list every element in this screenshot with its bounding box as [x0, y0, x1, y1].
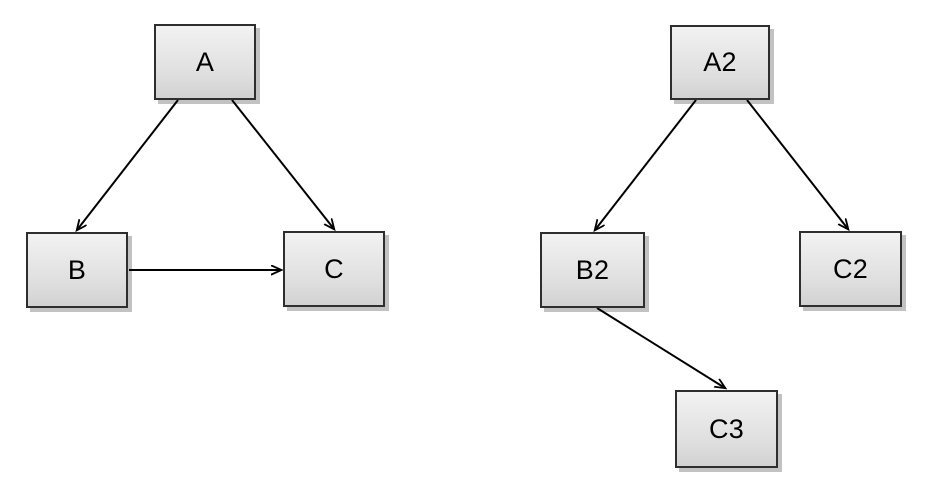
node-c-label: C	[324, 253, 344, 284]
edge-a-to-c[interactable]	[231, 99, 334, 229]
node-c2-label: C2	[833, 253, 868, 284]
node-a2-label: A2	[703, 47, 737, 77]
node-b[interactable]: B	[26, 232, 128, 308]
edge-a-to-b[interactable]	[77, 99, 179, 230]
edge-a2-to-c2[interactable]	[746, 99, 848, 229]
edge-a2-to-b2[interactable]	[595, 99, 697, 230]
node-b2[interactable]: B2	[540, 232, 645, 308]
node-b-label: B	[67, 254, 87, 285]
node-c3-label: C3	[709, 413, 744, 444]
node-c2[interactable]: C2	[799, 231, 902, 307]
node-a2[interactable]: A2	[670, 25, 770, 100]
node-a-label: A	[195, 46, 215, 77]
node-c[interactable]: C	[283, 231, 385, 307]
node-b2-label: B2	[575, 254, 610, 285]
edge-b2-to-c3[interactable]	[596, 307, 725, 388]
node-c3[interactable]: C3	[675, 390, 778, 468]
node-a[interactable]: A	[154, 24, 256, 100]
